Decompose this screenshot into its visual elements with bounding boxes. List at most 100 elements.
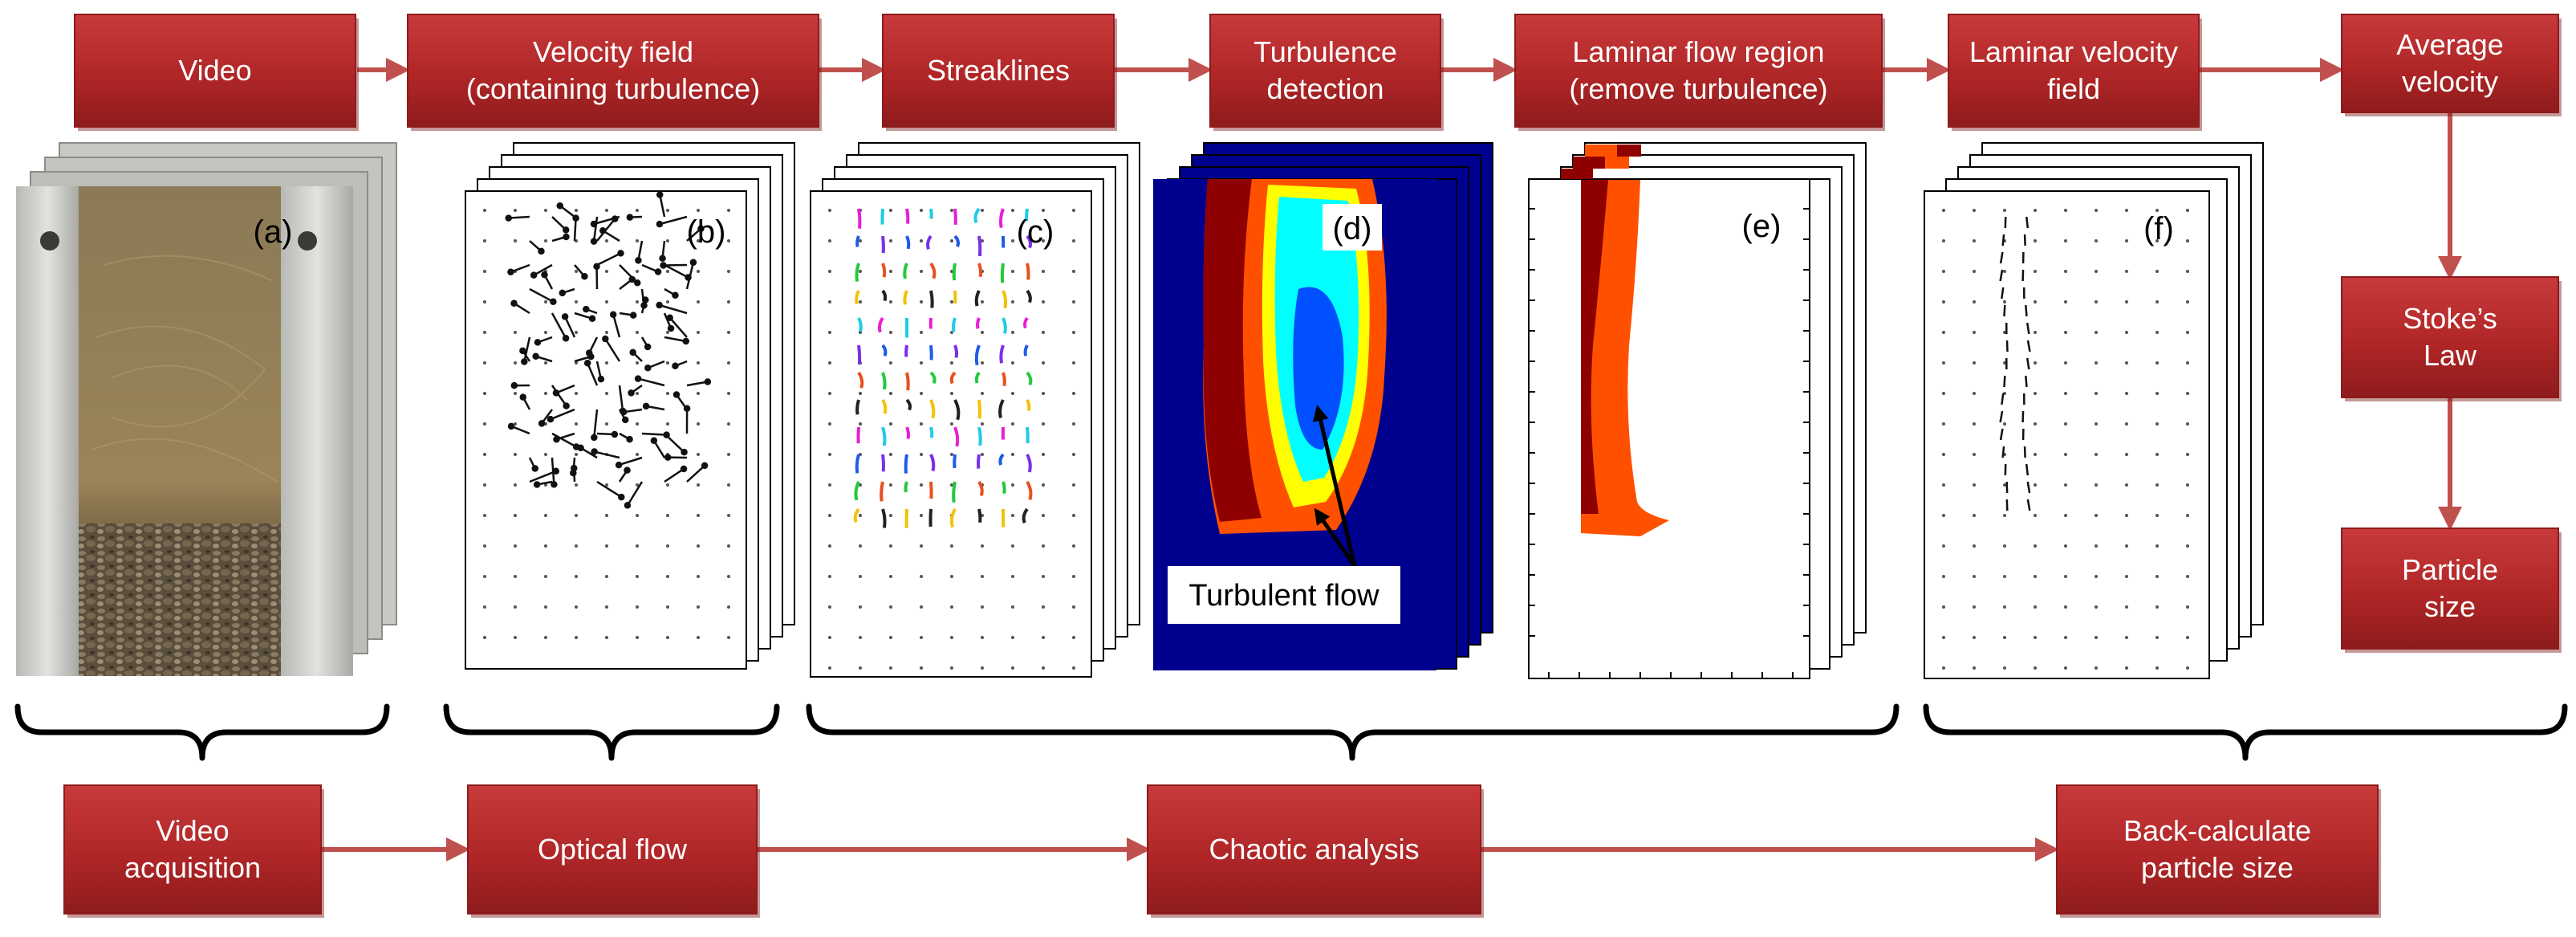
vector-head (667, 324, 675, 332)
grid-dot (666, 392, 669, 395)
grid-dot (544, 544, 547, 548)
vector-head (642, 402, 650, 410)
grid-dot (544, 239, 547, 242)
streakline-segment (953, 208, 957, 225)
bottom-step-2-line-1: Optical flow (538, 833, 688, 866)
grid-dot (2064, 514, 2067, 517)
streakline-segment (929, 262, 937, 279)
grid-dot (1072, 453, 1075, 456)
grid-dot (2003, 544, 2006, 548)
vector-head (519, 393, 527, 401)
grid-dots (483, 209, 730, 639)
streakline-segment (1026, 289, 1032, 304)
streakline-segment (952, 481, 957, 503)
grid-dot (514, 361, 517, 365)
grid-dot (514, 514, 517, 517)
grid-dot (1072, 270, 1075, 273)
grid-dot (920, 239, 923, 242)
velocity-vector (618, 456, 643, 466)
grid-dot (2186, 392, 2189, 395)
grid-dot (828, 422, 831, 426)
laminar-vector (2025, 463, 2030, 476)
grid-dot (727, 544, 730, 548)
grid-dot (2125, 209, 2128, 212)
grid-dot (483, 544, 486, 548)
grid-dot (483, 575, 486, 578)
grid-dot (697, 209, 700, 212)
grid-dot (605, 422, 608, 426)
grid-dot (636, 514, 639, 517)
grid-dot (2155, 392, 2159, 395)
grid-dot (889, 270, 892, 273)
grid-dot (889, 300, 892, 304)
grid-dot (636, 270, 639, 273)
water-swirls (91, 255, 278, 483)
grid-dot (697, 605, 700, 609)
streakline-segment (953, 234, 960, 247)
grid-dot (828, 270, 831, 273)
streakline-segment (929, 344, 933, 361)
grid-dot (859, 544, 862, 548)
grid-dot (2034, 453, 2037, 456)
grid-dot (2155, 361, 2159, 365)
grid-dot (727, 514, 730, 517)
top-step-3-line-1: Streaklines (927, 54, 1070, 87)
grid-dot (666, 239, 669, 242)
vector-head (654, 268, 662, 275)
vector-head (507, 268, 514, 276)
vector-head (505, 214, 512, 222)
grid-dot (920, 514, 923, 517)
vector-head (597, 375, 605, 383)
grid-dot (2186, 605, 2189, 609)
vector-head (591, 448, 598, 455)
laminar-vector (1999, 428, 2004, 441)
grid-dot (2064, 453, 2067, 456)
vector-head (583, 359, 591, 367)
grid-dot (950, 575, 953, 578)
grid-dot (1042, 331, 1045, 334)
velocity-vector (551, 312, 567, 339)
streakline-segment (929, 371, 937, 385)
grid-dot (575, 514, 578, 517)
velocity-vector (685, 262, 695, 290)
grid-dot (2125, 575, 2128, 578)
grid-dot (1072, 514, 1075, 517)
vector-head (519, 347, 526, 355)
grid-dot (889, 239, 892, 242)
velocity-vector (626, 481, 644, 507)
laminar-vector (2001, 393, 2005, 405)
grid-dot (1042, 575, 1045, 578)
laminar-vector (2025, 304, 2028, 317)
gravel-bed (76, 523, 289, 676)
grid-dot (828, 483, 831, 487)
top-step-4-line-2: detection (1266, 72, 1383, 105)
vector-head (672, 362, 679, 369)
streakline-segment (953, 399, 961, 421)
vector-head (562, 335, 570, 342)
grid-dot (1973, 361, 1976, 365)
laminar-vector (2001, 446, 2005, 458)
grid-dot (2034, 361, 2037, 365)
grid-dot (2125, 453, 2128, 456)
velocity-vector (523, 336, 531, 362)
velocity-vector (593, 215, 620, 226)
streakline-segment (903, 290, 908, 305)
vector-head (656, 191, 664, 198)
vector-head (602, 335, 609, 343)
streakline-segment (998, 399, 1005, 419)
grid-dot (575, 605, 578, 609)
grid-dot (727, 483, 730, 487)
grid-dot (1942, 209, 1945, 212)
vector-head (590, 220, 598, 228)
grid-dot (666, 514, 669, 517)
streakline-segment (952, 317, 957, 332)
grid-dot (2125, 636, 2128, 639)
grid-dot (1942, 239, 1945, 242)
laminar-vector (2026, 499, 2031, 511)
velocity-vector (594, 450, 620, 459)
grid-dot (828, 453, 831, 456)
grid-dot (1973, 300, 1976, 304)
